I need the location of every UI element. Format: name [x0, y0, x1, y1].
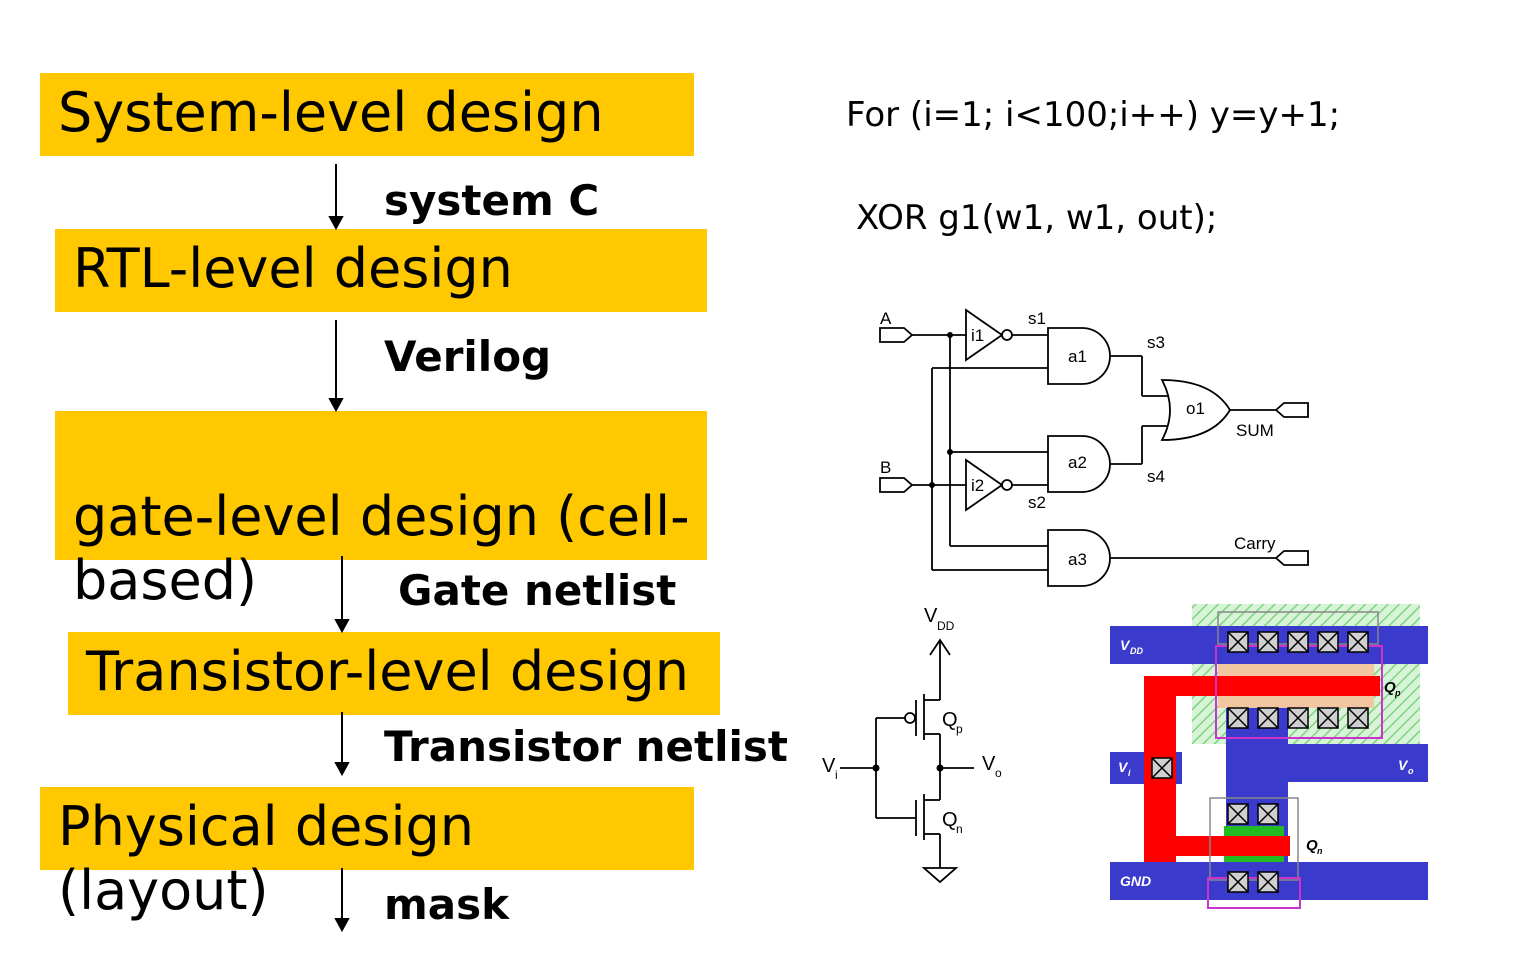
label-qn-sub: n — [956, 822, 963, 836]
connector-mask: mask — [384, 880, 510, 929]
label-i2: i2 — [971, 476, 984, 495]
label-vi: V — [822, 755, 836, 777]
code-xor: XOR g1(w1, w1, out); — [856, 198, 1218, 238]
inverter-i2 — [965, 458, 1004, 512]
label-carry: Carry — [1234, 534, 1276, 553]
input-a-pin — [879, 327, 914, 343]
connector-verilog: Verilog — [384, 332, 552, 381]
and-gate-a2 — [1047, 435, 1111, 493]
layout-label-gnd: GND — [1120, 873, 1151, 889]
inverter-i1 — [965, 308, 1004, 362]
stage-gate-level: gate-level design (cell- based) — [55, 411, 707, 612]
label-a3: a3 — [1068, 550, 1087, 569]
layout-label-vo: V — [1398, 757, 1409, 773]
code-loop: For (i=1; i<100;i++) y=y+1; — [846, 95, 1341, 135]
label-vdd-sub: DD — [937, 619, 955, 633]
pdiff-region — [1218, 664, 1374, 676]
stage-system-level: System-level design — [40, 73, 694, 156]
stage-physical: Physical design (layout) — [40, 787, 694, 922]
and-gate-a3 — [1047, 529, 1111, 587]
output-metal-horizontal — [1226, 744, 1428, 782]
or-gate-o1 — [1160, 379, 1232, 441]
layout-label-vo-sub: o — [1408, 766, 1414, 776]
stage-label: gate-level design (cell- based) — [73, 485, 690, 612]
stage-label: System-level design — [58, 81, 604, 144]
layout-label-qn-sub: n — [1317, 846, 1323, 856]
label-qp: Q — [942, 709, 958, 731]
stage-rtl-level: RTL-level design — [55, 229, 707, 312]
label-sum: SUM — [1236, 421, 1274, 440]
label-s4: s4 — [1147, 467, 1165, 486]
layout-label-qp-sub: p — [1394, 688, 1401, 698]
label-s1: s1 — [1028, 309, 1046, 328]
label-vo: V — [982, 753, 996, 775]
connector-system-c: system C — [384, 176, 600, 225]
stage-label: RTL-level design — [73, 237, 513, 300]
pdiff-lower — [1218, 696, 1374, 708]
carry-output-pin — [1274, 550, 1309, 566]
layout-label-qn: Q — [1306, 837, 1318, 854]
label-b: B — [880, 458, 891, 477]
connector-transistor-netlist: Transistor netlist — [384, 722, 788, 771]
stage-transistor-level: Transistor-level design — [68, 632, 720, 715]
label-vi-sub: i — [835, 768, 838, 782]
label-a1: a1 — [1068, 347, 1087, 366]
layout-label-vdd: V — [1120, 637, 1131, 653]
stage-label: Physical design (layout) — [58, 795, 474, 922]
connector-gate-netlist: Gate netlist — [398, 566, 677, 615]
label-qn: Q — [942, 809, 958, 831]
poly-top — [1144, 676, 1380, 696]
label-s3: s3 — [1147, 333, 1165, 352]
label-o1: o1 — [1186, 399, 1205, 418]
sum-output-pin — [1274, 402, 1309, 418]
input-b-pin — [879, 477, 914, 493]
layout-label-vi-sub: i — [1128, 768, 1131, 778]
label-vo-sub: o — [995, 766, 1002, 780]
label-i1: i1 — [971, 326, 984, 345]
label-a: A — [880, 309, 892, 328]
stage-label: Transistor-level design — [86, 640, 689, 703]
layout-label-qp: Q — [1384, 679, 1396, 696]
label-qp-sub: p — [956, 722, 963, 736]
label-vdd: V — [924, 605, 938, 627]
label-s2: s2 — [1028, 493, 1046, 512]
layout-label-vdd-sub: DD — [1130, 646, 1143, 656]
layout-label-vi: V — [1118, 759, 1129, 775]
poly-bottom — [1144, 836, 1290, 856]
label-a2: a2 — [1068, 453, 1087, 472]
and-gate-a1 — [1047, 327, 1111, 385]
